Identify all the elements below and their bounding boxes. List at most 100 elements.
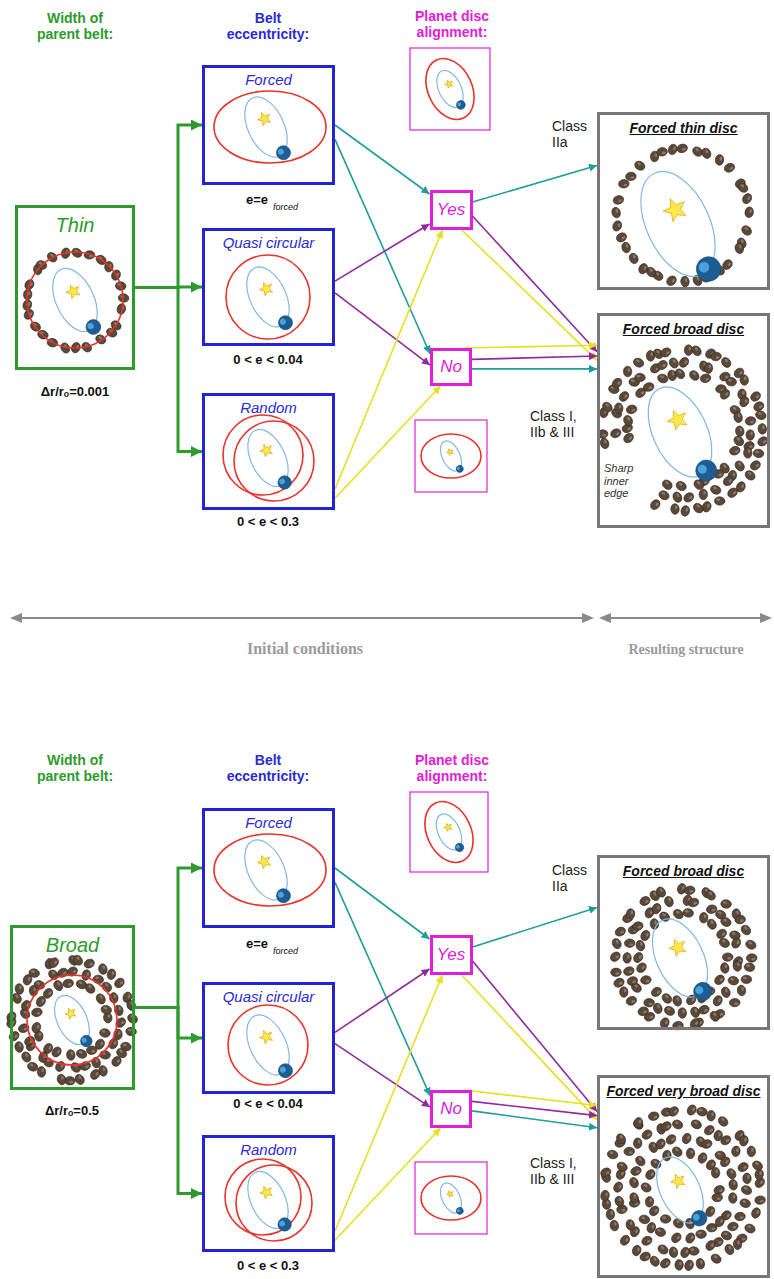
result-box: Forced thin disc bbox=[597, 112, 770, 290]
axis-label: Resulting structure bbox=[601, 642, 771, 658]
rock-highlight bbox=[618, 199, 623, 203]
rock bbox=[699, 912, 708, 923]
rock-highlight bbox=[111, 971, 114, 975]
rock-body bbox=[624, 1147, 635, 1156]
rock-body bbox=[684, 345, 693, 356]
connector-arrow bbox=[135, 868, 202, 1008]
rock bbox=[611, 968, 622, 976]
rock-body bbox=[734, 242, 745, 254]
rock-highlight bbox=[692, 371, 697, 376]
rock-highlight bbox=[736, 940, 740, 945]
rock-highlight bbox=[654, 920, 657, 924]
rock bbox=[718, 371, 731, 383]
rock-body bbox=[733, 411, 743, 423]
rock-highlight bbox=[673, 1109, 678, 1114]
rock-body bbox=[656, 373, 669, 385]
rock-highlight bbox=[656, 349, 661, 354]
rock-highlight bbox=[748, 941, 753, 945]
rock-body bbox=[676, 143, 688, 154]
rock-highlight bbox=[690, 1235, 694, 1240]
rock-highlight bbox=[118, 1006, 122, 1011]
rock-body bbox=[62, 978, 74, 988]
planet-orbit bbox=[48, 990, 97, 1050]
node-title: Forced thin disc bbox=[629, 120, 737, 136]
rock-highlight bbox=[675, 1147, 680, 1152]
rock-body bbox=[94, 992, 107, 1005]
rock-highlight bbox=[742, 1200, 747, 1204]
rock-highlight bbox=[740, 184, 745, 188]
rock-highlight bbox=[643, 266, 647, 271]
rock-highlight bbox=[762, 425, 765, 429]
planet-orbit bbox=[240, 423, 297, 493]
rock-highlight bbox=[619, 1163, 624, 1167]
rock bbox=[686, 1148, 695, 1159]
planet-highlight bbox=[697, 260, 711, 274]
rock-highlight bbox=[744, 1137, 748, 1142]
rock-highlight bbox=[760, 1200, 764, 1203]
width-value: Δr/rₒ=0.5 bbox=[14, 1104, 130, 1119]
rock bbox=[622, 414, 634, 427]
rock bbox=[744, 962, 756, 972]
rock-body bbox=[700, 1138, 713, 1150]
rock-body bbox=[710, 352, 722, 362]
rock bbox=[734, 1212, 746, 1222]
rock bbox=[723, 1243, 735, 1256]
edge-note: Sharp inner edge bbox=[604, 462, 646, 500]
rock bbox=[624, 939, 635, 948]
rock bbox=[731, 1145, 741, 1157]
star bbox=[660, 194, 690, 224]
rock-body bbox=[733, 459, 746, 473]
rock-highlight bbox=[675, 505, 678, 509]
rock bbox=[600, 1190, 610, 1202]
connector-arrow bbox=[335, 868, 430, 939]
planet-orbit bbox=[238, 260, 298, 333]
rock-body bbox=[753, 449, 764, 458]
rock bbox=[656, 373, 669, 385]
rock bbox=[695, 1258, 705, 1270]
rock bbox=[621, 241, 632, 253]
rock-highlight bbox=[666, 1124, 671, 1128]
rock-highlight bbox=[723, 1232, 728, 1236]
rock-highlight bbox=[15, 994, 19, 999]
rock-highlight bbox=[656, 905, 660, 910]
rock-body bbox=[739, 374, 749, 386]
rock-highlight bbox=[713, 1012, 717, 1017]
rock-body bbox=[69, 1061, 82, 1074]
rock-highlight bbox=[685, 507, 688, 511]
rock-highlight bbox=[614, 1222, 617, 1226]
rock bbox=[679, 1246, 691, 1259]
rock-highlight bbox=[717, 998, 721, 1003]
rock-body bbox=[670, 1231, 683, 1244]
planet-system bbox=[238, 1008, 300, 1086]
rock bbox=[734, 915, 746, 925]
rock-body bbox=[105, 326, 118, 338]
node-title: Random bbox=[240, 399, 297, 416]
alignment-box: No bbox=[430, 348, 472, 386]
rock bbox=[754, 409, 767, 421]
rock-highlight bbox=[755, 463, 760, 467]
rock bbox=[660, 1215, 671, 1224]
rock-body bbox=[609, 1220, 619, 1232]
rock-highlight bbox=[638, 1140, 641, 1144]
rock-highlight bbox=[128, 1028, 132, 1031]
rock-highlight bbox=[694, 1008, 698, 1013]
rock bbox=[718, 937, 731, 950]
rock-body bbox=[614, 403, 623, 414]
rock-highlight bbox=[103, 1006, 108, 1010]
planet-system bbox=[240, 1165, 299, 1239]
rock-highlight bbox=[671, 278, 676, 283]
rock-body bbox=[599, 437, 610, 450]
rock-highlight bbox=[747, 1225, 752, 1229]
rock bbox=[738, 395, 751, 408]
connector-arrow bbox=[473, 908, 598, 948]
rock-body bbox=[754, 1169, 764, 1181]
rock bbox=[711, 1167, 720, 1178]
rock-body bbox=[680, 505, 691, 517]
rock bbox=[106, 968, 117, 980]
rock-body bbox=[628, 1176, 640, 1189]
rock-body bbox=[713, 973, 726, 986]
column-heading: Planet disc alignment: bbox=[405, 8, 500, 40]
rock-highlight bbox=[704, 914, 707, 918]
planet-system bbox=[635, 377, 728, 495]
rock bbox=[635, 373, 646, 382]
